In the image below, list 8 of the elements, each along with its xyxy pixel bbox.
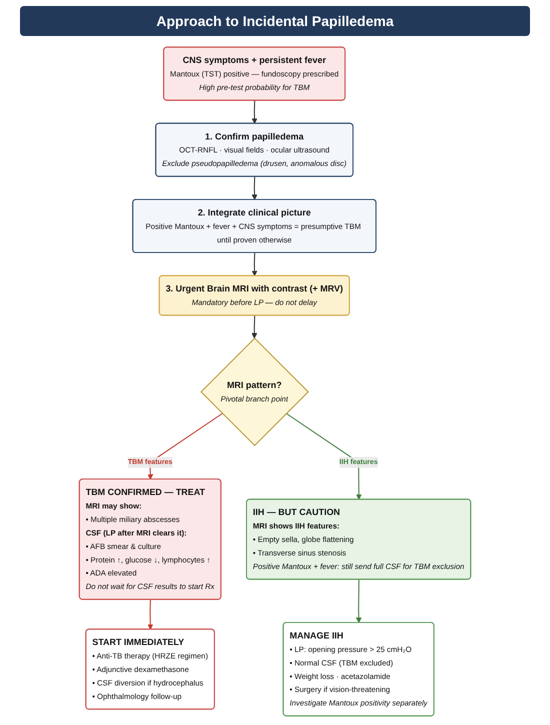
arrow — [252, 252, 258, 276]
arrow — [356, 580, 362, 624]
arrow — [252, 100, 258, 124]
arrow — [148, 600, 154, 630]
arrow — [252, 316, 258, 339]
arrow — [252, 176, 258, 200]
title-banner: Approach to Incidental Papilledema — [20, 6, 530, 36]
arrow — [286, 413, 362, 500]
